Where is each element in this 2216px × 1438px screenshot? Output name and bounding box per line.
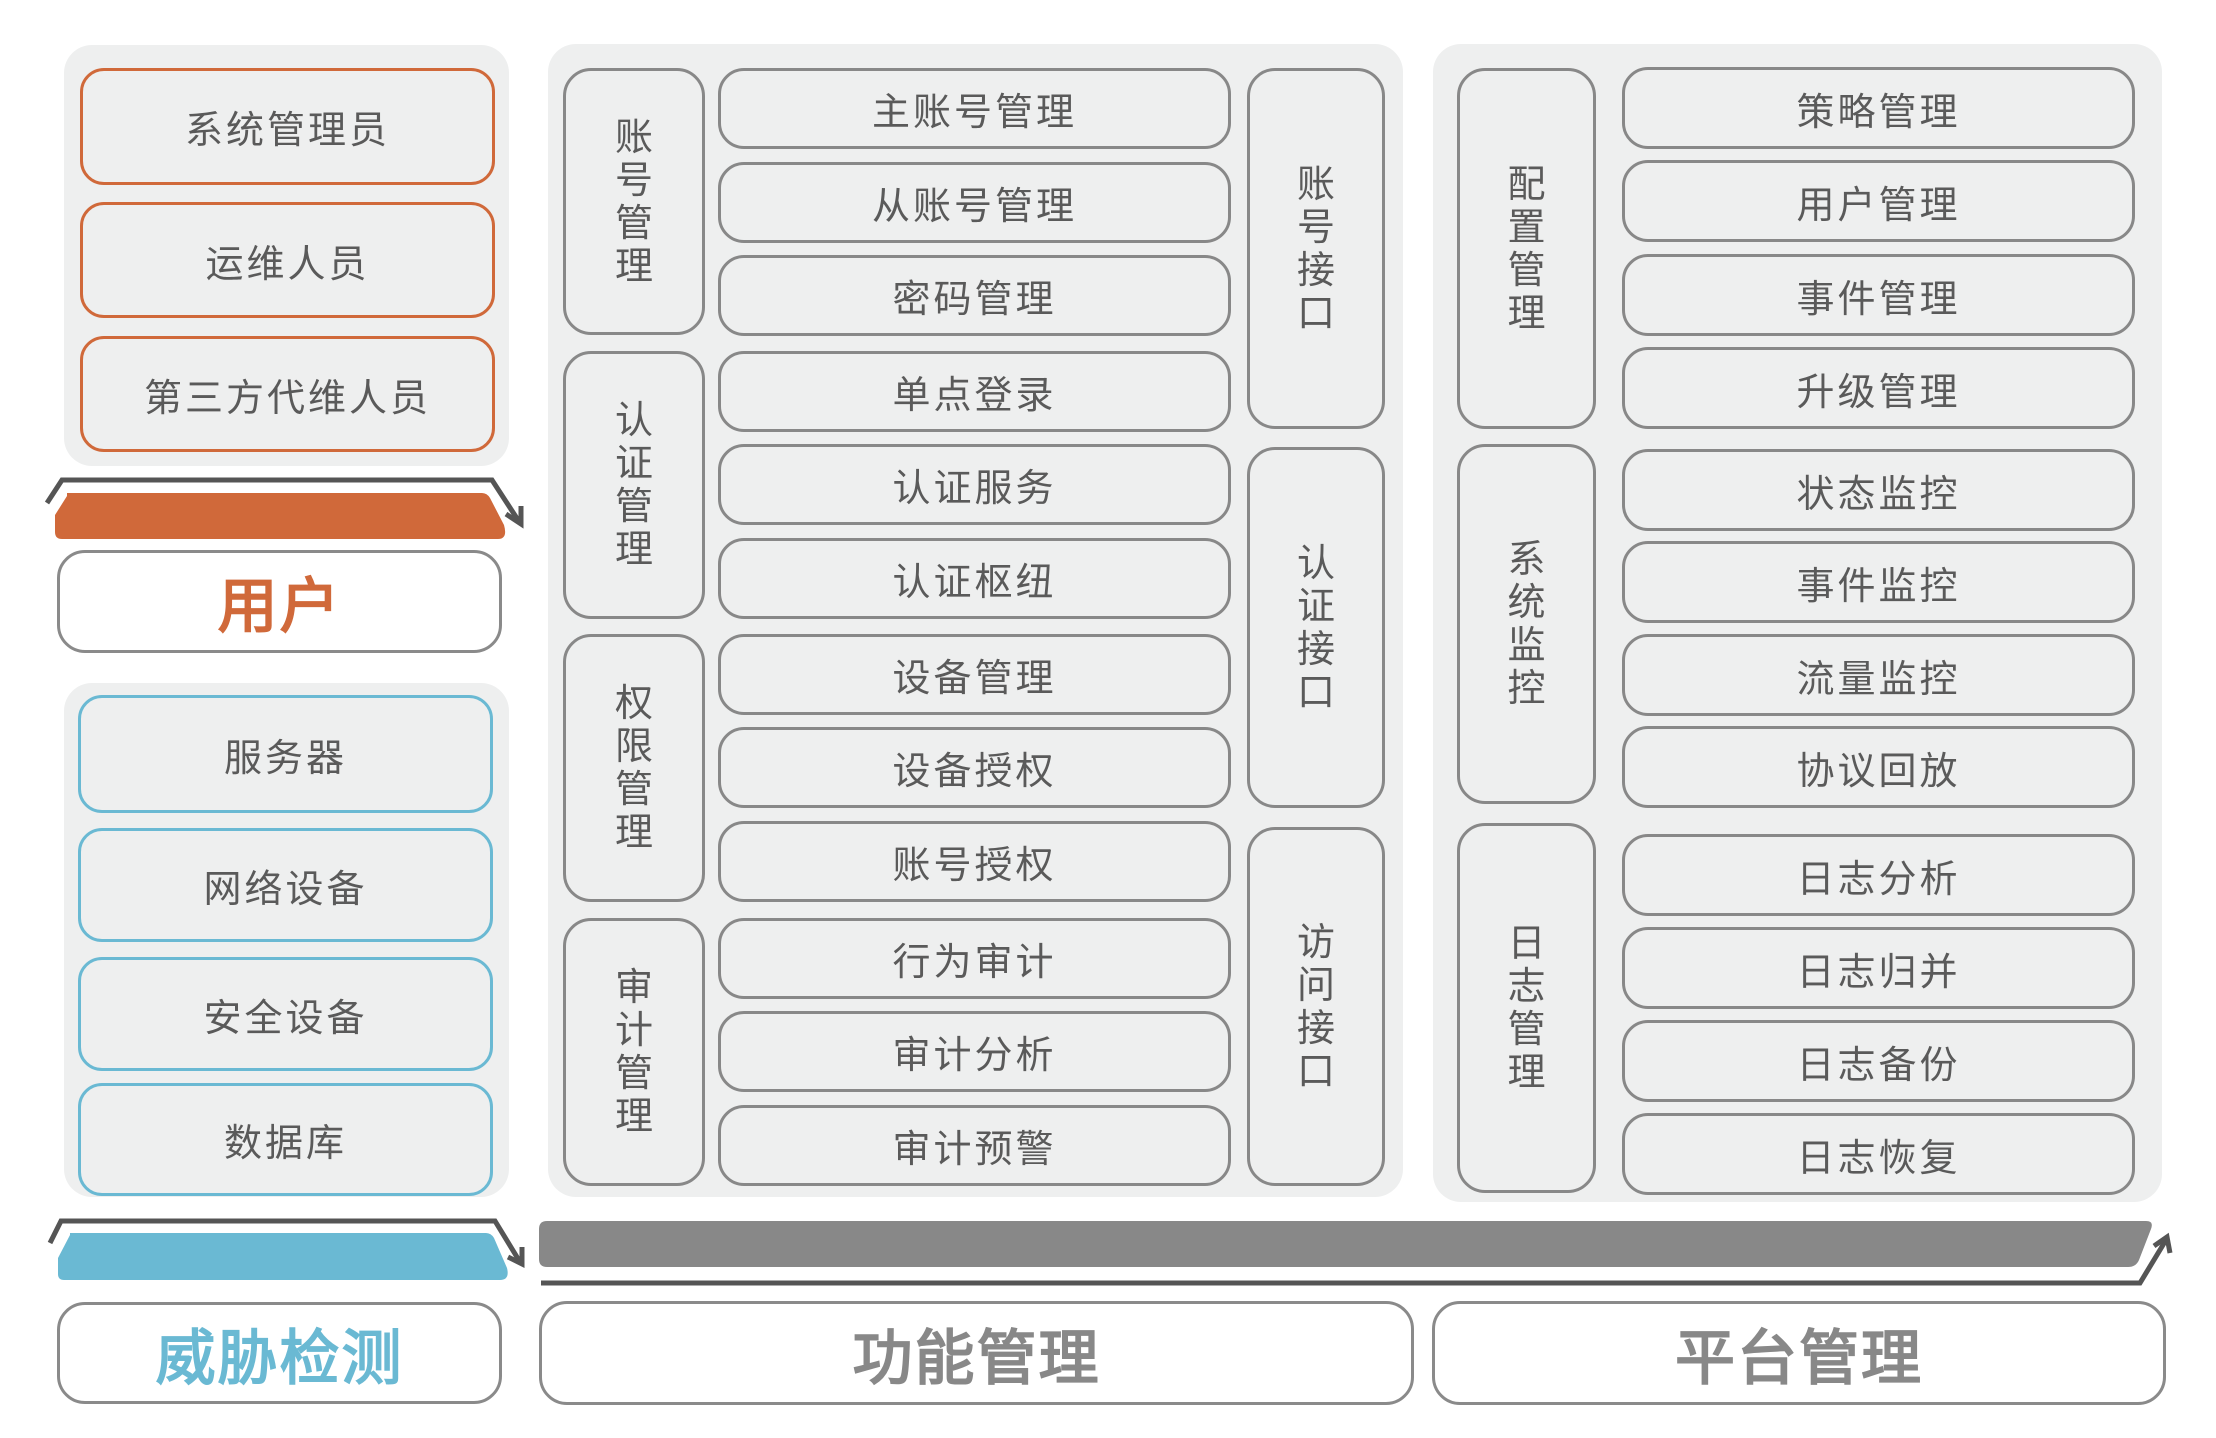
platform-item[interactable]: 状态监控 <box>1622 449 2135 531</box>
platform-item[interactable]: 日志备份 <box>1622 1020 2135 1102</box>
threat-item-security-device[interactable]: 安全设备 <box>78 957 493 1071</box>
interface-auth[interactable]: 认证接口 <box>1247 447 1385 808</box>
platform-category-log[interactable]: 日志管理 <box>1457 823 1596 1193</box>
function-item[interactable]: 账号授权 <box>718 821 1231 902</box>
function-category-permission[interactable]: 权限管理 <box>563 634 705 902</box>
platform-category-config[interactable]: 配置管理 <box>1457 68 1596 429</box>
function-item[interactable]: 行为审计 <box>718 918 1231 999</box>
function-item[interactable]: 认证枢纽 <box>718 538 1231 619</box>
function-category-label: 审计管理 <box>614 965 653 1138</box>
user-item-third-party[interactable]: 第三方代维人员 <box>80 336 495 452</box>
function-item[interactable]: 设备管理 <box>718 634 1231 715</box>
platform-item[interactable]: 日志分析 <box>1622 834 2135 916</box>
platform-category-label: 日志管理 <box>1507 921 1546 1094</box>
function-category-label: 账号管理 <box>614 114 653 288</box>
function-category-label: 权限管理 <box>614 681 653 854</box>
platform-item[interactable]: 策略管理 <box>1622 67 2135 149</box>
platform-item[interactable]: 协议回放 <box>1622 726 2135 808</box>
interface-access[interactable]: 访问接口 <box>1247 827 1385 1186</box>
management-band <box>539 1221 2152 1267</box>
function-category-account[interactable]: 账号管理 <box>563 68 705 335</box>
threat-title: 威胁检测 <box>57 1302 502 1404</box>
platform-item[interactable]: 日志恢复 <box>1622 1113 2135 1195</box>
platform-item[interactable]: 流量监控 <box>1622 634 2135 716</box>
interface-label: 账号接口 <box>1296 161 1335 335</box>
threat-item-server[interactable]: 服务器 <box>78 695 493 813</box>
platform-category-label: 配置管理 <box>1507 161 1546 335</box>
function-title: 功能管理 <box>539 1301 1414 1405</box>
management-flow-arrow <box>541 1238 2169 1286</box>
interface-account[interactable]: 账号接口 <box>1247 68 1385 429</box>
users-title: 用户 <box>57 550 502 653</box>
function-item[interactable]: 从账号管理 <box>718 162 1231 243</box>
platform-item[interactable]: 升级管理 <box>1622 347 2135 429</box>
interface-label: 认证接口 <box>1296 540 1335 714</box>
user-item-system-admin[interactable]: 系统管理员 <box>80 68 495 185</box>
threat-flow-arrowhead <box>506 1247 525 1269</box>
platform-category-monitor[interactable]: 系统监控 <box>1457 444 1596 804</box>
user-flow-arrow <box>44 477 521 522</box>
management-flow-arrowhead <box>2152 1232 2173 1254</box>
user-item-ops-staff[interactable]: 运维人员 <box>80 202 495 318</box>
platform-category-label: 系统监控 <box>1507 537 1546 710</box>
function-item[interactable]: 审计预警 <box>718 1105 1231 1186</box>
platform-item[interactable]: 用户管理 <box>1622 160 2135 242</box>
platform-item[interactable]: 日志归并 <box>1622 927 2135 1009</box>
threat-flow-arrow <box>47 1218 523 1264</box>
threat-item-network-device[interactable]: 网络设备 <box>78 828 493 942</box>
function-item[interactable]: 单点登录 <box>718 351 1231 432</box>
function-item[interactable]: 认证服务 <box>718 444 1231 525</box>
threat-item-database[interactable]: 数据库 <box>78 1083 493 1196</box>
function-category-label: 认证管理 <box>614 398 653 571</box>
function-category-audit[interactable]: 审计管理 <box>563 918 705 1186</box>
function-item[interactable]: 主账号管理 <box>718 68 1231 149</box>
user-band <box>55 493 506 539</box>
function-item[interactable]: 审计分析 <box>718 1011 1231 1092</box>
function-category-auth[interactable]: 认证管理 <box>563 351 705 619</box>
function-item[interactable]: 设备授权 <box>718 727 1231 808</box>
function-item[interactable]: 密码管理 <box>718 255 1231 336</box>
user-flow-arrowhead <box>504 506 524 529</box>
threat-band <box>58 1233 508 1280</box>
interface-label: 访问接口 <box>1296 919 1335 1093</box>
platform-item[interactable]: 事件管理 <box>1622 254 2135 336</box>
platform-title: 平台管理 <box>1432 1301 2166 1405</box>
platform-item[interactable]: 事件监控 <box>1622 541 2135 623</box>
